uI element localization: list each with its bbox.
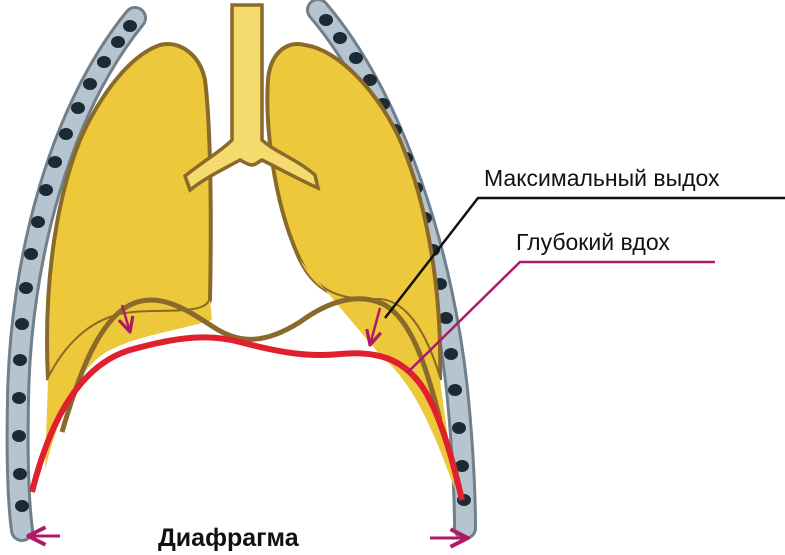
deep-inhale-label: Глубокий вдох bbox=[516, 229, 670, 255]
max-exhale-label: Максимальный выдох bbox=[484, 165, 720, 191]
diaphragm-label: Диафрагма bbox=[158, 524, 300, 552]
diaphragm-inhale-curve bbox=[32, 337, 462, 500]
